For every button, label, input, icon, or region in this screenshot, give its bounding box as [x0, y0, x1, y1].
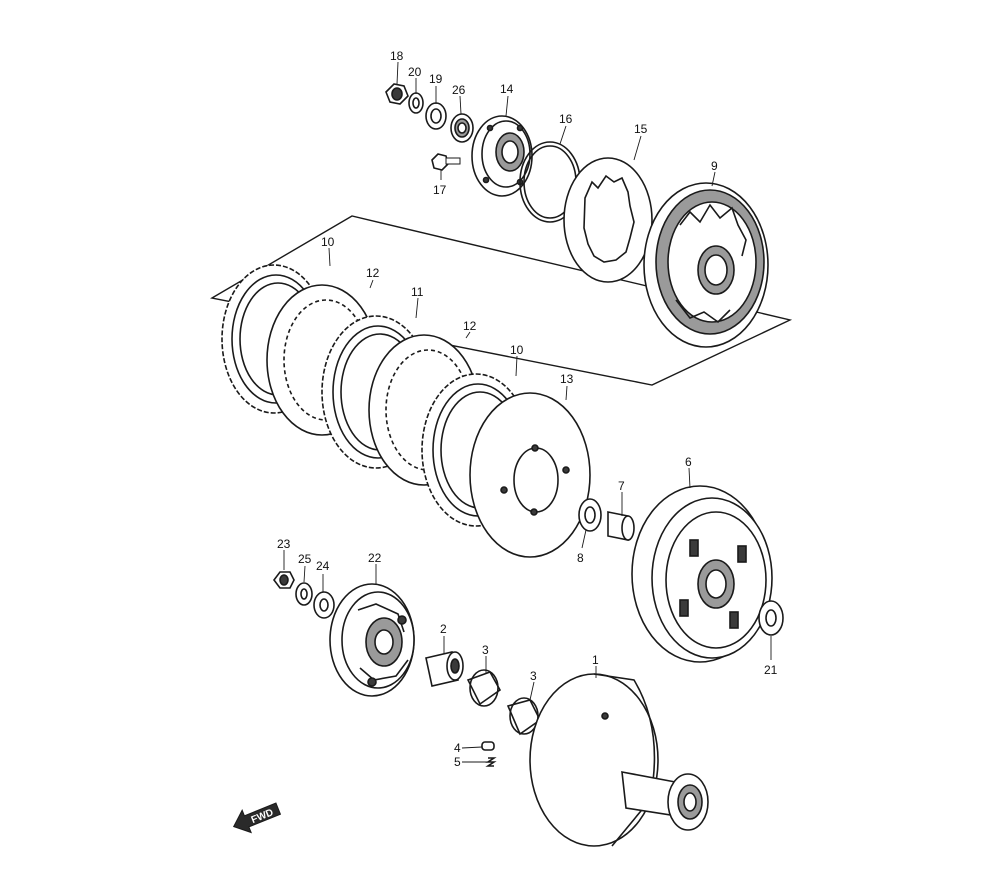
- label-15: 15: [634, 122, 648, 136]
- label-18: 18: [390, 49, 404, 63]
- part-4-pin: [481, 741, 495, 751]
- label-13: 13: [560, 372, 574, 386]
- part-7-bushing: [607, 511, 635, 541]
- label-1: 1: [592, 653, 599, 667]
- label-14: 14: [500, 82, 514, 96]
- part-17-bolt: [431, 153, 461, 171]
- part-2-needle-bearing: [425, 651, 464, 687]
- label-22: 22: [368, 551, 382, 565]
- part-3-one-way-clutch-a: [466, 669, 502, 707]
- label-23: 23: [277, 537, 291, 551]
- label-2: 2: [440, 622, 447, 636]
- label-19: 19: [429, 72, 443, 86]
- label-25: 25: [298, 552, 312, 566]
- part-9-clutch-sleeve-hub: [643, 182, 769, 348]
- part-1-clutch-drum: [529, 673, 709, 847]
- label-5: 5: [454, 755, 461, 769]
- label-3a: 3: [482, 643, 489, 657]
- label-11: 11: [411, 285, 424, 299]
- part-5-spring: [485, 757, 497, 767]
- part-21-washer: [758, 600, 784, 636]
- label-17: 17: [433, 183, 447, 197]
- part-14-pressure-plate: [471, 115, 533, 197]
- label-21: 21: [764, 663, 778, 677]
- part-22-clutch-shoe-assembly: [329, 583, 415, 697]
- label-10a: 10: [321, 235, 335, 249]
- part-23-nut: [273, 571, 295, 589]
- part-25-washer: [295, 582, 313, 606]
- label-24: 24: [316, 559, 330, 573]
- part-19-washer: [425, 102, 447, 130]
- label-10b: 10: [510, 343, 524, 357]
- label-4: 4: [454, 741, 461, 755]
- label-6: 6: [685, 455, 692, 469]
- part-13-pressure-disc: [469, 392, 591, 558]
- part-24-washer: [313, 591, 335, 619]
- label-26: 26: [452, 83, 466, 97]
- fwd-label: FWD: [250, 807, 275, 826]
- label-7: 7: [618, 479, 625, 493]
- fwd-arrow-icon: FWD: [232, 802, 282, 834]
- label-12b: 12: [463, 319, 477, 333]
- part-15-spring-plate: [563, 157, 653, 283]
- callouts: 18 20 19 26 14 17 16 15 9 10 12 11 12 10…: [277, 49, 778, 769]
- label-3b: 3: [530, 669, 537, 683]
- label-8: 8: [577, 551, 584, 565]
- label-9: 9: [711, 159, 718, 173]
- label-20: 20: [408, 65, 422, 79]
- label-16: 16: [559, 112, 573, 126]
- part-26-bearing: [450, 113, 474, 143]
- part-6-clutch-housing: [631, 485, 773, 663]
- part-18-nut: [385, 83, 409, 105]
- plate-pack-frame: [210, 215, 793, 386]
- part-20-washer: [408, 92, 424, 114]
- label-12a: 12: [366, 266, 380, 280]
- part-8-washer: [578, 498, 602, 532]
